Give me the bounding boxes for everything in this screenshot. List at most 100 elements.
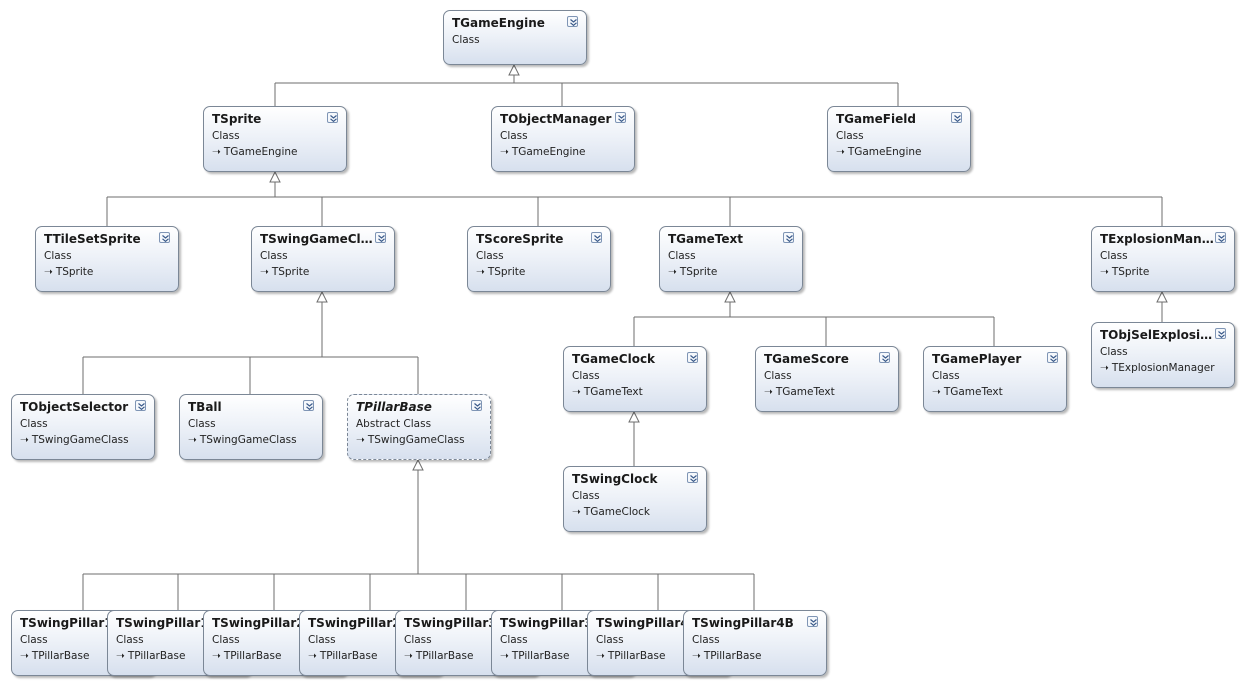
generalization-arrowhead <box>412 458 424 471</box>
base-class-ref: ➝TGameText <box>932 386 1003 398</box>
base-class-name: TGameEngine <box>511 146 586 158</box>
class-name: TSwingPillar4B <box>692 616 794 630</box>
base-class-name: TPillarBase <box>703 650 762 662</box>
base-class-name: TSwingGameClass <box>31 434 129 446</box>
class-kind: Class <box>668 250 696 262</box>
class-name: TGameScore <box>764 352 849 366</box>
base-class-name: TPillarBase <box>511 650 570 662</box>
base-class-ref: ➝TPillarBase <box>212 650 281 662</box>
double-chevron-down-icon[interactable] <box>471 400 482 411</box>
base-class-ref: ➝TPillarBase <box>116 650 185 662</box>
class-kind: Class <box>596 634 624 646</box>
arrow-right-icon: ➝ <box>260 266 269 278</box>
base-class-name: TPillarBase <box>223 650 282 662</box>
double-chevron-down-icon[interactable] <box>687 472 698 483</box>
base-class-ref: ➝TGameEngine <box>212 146 297 158</box>
arrow-right-icon: ➝ <box>20 434 29 446</box>
arrow-right-icon: ➝ <box>44 266 53 278</box>
class-kind: Class <box>500 634 528 646</box>
arrow-right-icon: ➝ <box>212 146 221 158</box>
double-chevron-down-icon[interactable] <box>1215 232 1226 243</box>
double-chevron-down-icon[interactable] <box>303 400 314 411</box>
arrow-right-icon: ➝ <box>764 386 773 398</box>
double-chevron-down-icon[interactable] <box>687 352 698 363</box>
class-name: TGameText <box>668 232 743 246</box>
class-kind: Class <box>452 34 480 46</box>
arrow-right-icon: ➝ <box>692 650 701 662</box>
double-chevron-down-icon[interactable] <box>951 112 962 123</box>
double-chevron-down-icon[interactable] <box>159 232 170 243</box>
arrow-right-icon: ➝ <box>212 650 221 662</box>
base-class-ref: ➝TExplosionManager <box>1100 362 1215 374</box>
arrow-right-icon: ➝ <box>836 146 845 158</box>
base-class-ref: ➝TGameEngine <box>836 146 921 158</box>
double-chevron-down-icon[interactable] <box>327 112 338 123</box>
double-chevron-down-icon[interactable] <box>375 232 386 243</box>
base-class-name: TSwingGameClass <box>199 434 297 446</box>
class-kind: Abstract Class <box>356 418 432 430</box>
class-kind: Class <box>572 370 600 382</box>
base-class-ref: ➝TPillarBase <box>404 650 473 662</box>
arrow-right-icon: ➝ <box>116 650 125 662</box>
generalization-arrowhead <box>724 290 736 303</box>
base-class-ref: ➝TGameClock <box>572 506 650 518</box>
double-chevron-down-icon[interactable] <box>783 232 794 243</box>
base-class-ref: ➝TSwingGameClass <box>356 434 465 446</box>
class-name: TTileSetSprite <box>44 232 141 246</box>
double-chevron-down-icon[interactable] <box>879 352 890 363</box>
class-box[interactable]: TExplosionMan...Class➝TSprite <box>1091 226 1235 292</box>
base-class-name: TGameText <box>775 386 835 398</box>
arrow-right-icon: ➝ <box>596 650 605 662</box>
class-kind: Class <box>212 130 240 142</box>
arrow-right-icon: ➝ <box>1100 362 1109 374</box>
base-class-ref: ➝TSwingGameClass <box>188 434 297 446</box>
base-class-name: TSprite <box>679 266 718 278</box>
class-kind: Class <box>44 250 72 262</box>
base-class-name: TSprite <box>487 266 526 278</box>
double-chevron-down-icon[interactable] <box>807 616 818 627</box>
generalization-arrowhead <box>508 63 520 76</box>
class-kind: Class <box>572 490 600 502</box>
double-chevron-down-icon[interactable] <box>615 112 626 123</box>
base-class-name: TSwingGameClass <box>367 434 465 446</box>
arrow-right-icon: ➝ <box>500 146 509 158</box>
arrow-right-icon: ➝ <box>1100 266 1109 278</box>
double-chevron-down-icon[interactable] <box>1215 328 1226 339</box>
class-name: TSwingGameClass <box>260 232 374 246</box>
base-class-ref: ➝TPillarBase <box>692 650 761 662</box>
class-name: TScoreSprite <box>476 232 564 246</box>
base-class-name: TGameEngine <box>847 146 922 158</box>
base-class-ref: ➝TSprite <box>260 266 309 278</box>
arrow-right-icon: ➝ <box>932 386 941 398</box>
base-class-name: TSprite <box>1111 266 1150 278</box>
base-class-ref: ➝TPillarBase <box>20 650 89 662</box>
base-class-name: TPillarBase <box>127 650 186 662</box>
class-box[interactable]: TObjSelExplosio...Class➝TExplosionManage… <box>1091 322 1235 388</box>
arrow-right-icon: ➝ <box>188 434 197 446</box>
double-chevron-down-icon[interactable] <box>135 400 146 411</box>
class-kind: Class <box>20 634 48 646</box>
base-class-ref: ➝TPillarBase <box>308 650 377 662</box>
arrow-right-icon: ➝ <box>308 650 317 662</box>
class-name: TSprite <box>212 112 262 126</box>
double-chevron-down-icon[interactable] <box>567 16 578 27</box>
double-chevron-down-icon[interactable] <box>1047 352 1058 363</box>
double-chevron-down-icon[interactable] <box>591 232 602 243</box>
